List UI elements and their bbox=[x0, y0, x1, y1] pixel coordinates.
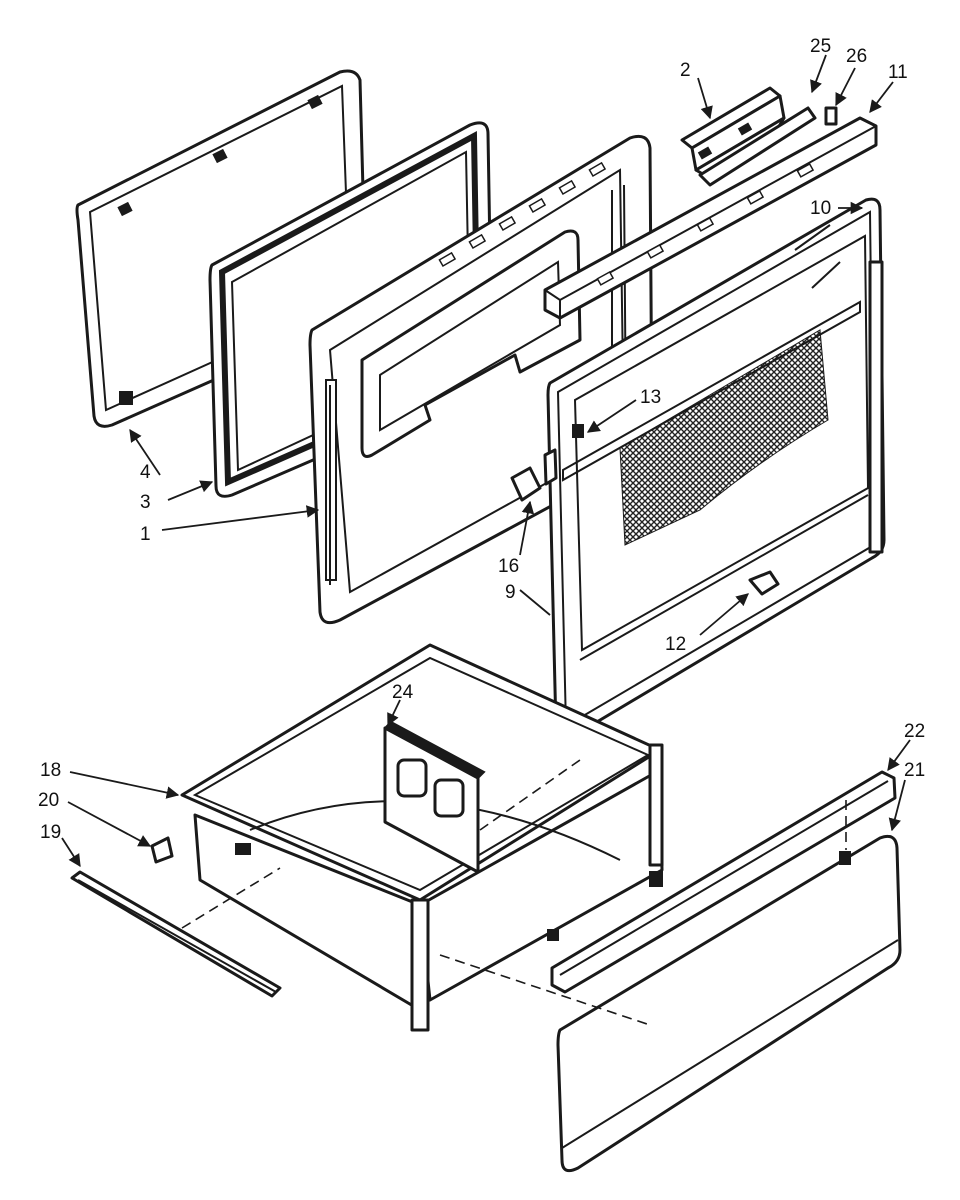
callout-21: 21 bbox=[904, 760, 925, 781]
callout-9: 9 bbox=[505, 582, 516, 603]
assembly-guide-lines bbox=[181, 759, 847, 1026]
callout-25: 25 bbox=[810, 36, 831, 57]
outer-glass-door bbox=[546, 197, 886, 742]
callout-18: 18 bbox=[40, 760, 61, 781]
callout-4: 4 bbox=[140, 462, 151, 483]
drawer-rail bbox=[70, 870, 282, 998]
callout-1: 1 bbox=[140, 524, 151, 545]
top-vent-bracket bbox=[680, 86, 786, 178]
callout-10: 10 bbox=[810, 198, 831, 219]
drawer-front-trim bbox=[550, 770, 897, 994]
drawer-divider-panel bbox=[383, 720, 486, 874]
callout-26: 26 bbox=[846, 46, 867, 67]
callout-24: 24 bbox=[392, 682, 414, 703]
callout-3: 3 bbox=[140, 492, 151, 513]
callout-12: 12 bbox=[665, 634, 686, 655]
vent-clip bbox=[824, 106, 838, 126]
callout-13: 13 bbox=[640, 387, 661, 408]
callout-11: 11 bbox=[888, 62, 908, 83]
drawer-front-panel bbox=[556, 834, 902, 1173]
door-handle-clip bbox=[748, 570, 780, 596]
callout-16: 16 bbox=[498, 556, 519, 577]
callout-19: 19 bbox=[40, 822, 61, 843]
callout-20: 20 bbox=[38, 790, 59, 811]
callout-labels: 4 3 1 2 25 26 11 10 13 16 9 12 24 18 20 … bbox=[38, 36, 925, 843]
top-channel bbox=[543, 116, 878, 320]
hinge-bracket bbox=[510, 448, 558, 502]
callout-22: 22 bbox=[904, 721, 925, 742]
vent-trim-strip bbox=[698, 106, 817, 187]
callout-2: 2 bbox=[680, 60, 691, 81]
callout-leaders bbox=[61, 54, 911, 868]
drawer-roller bbox=[150, 836, 174, 864]
